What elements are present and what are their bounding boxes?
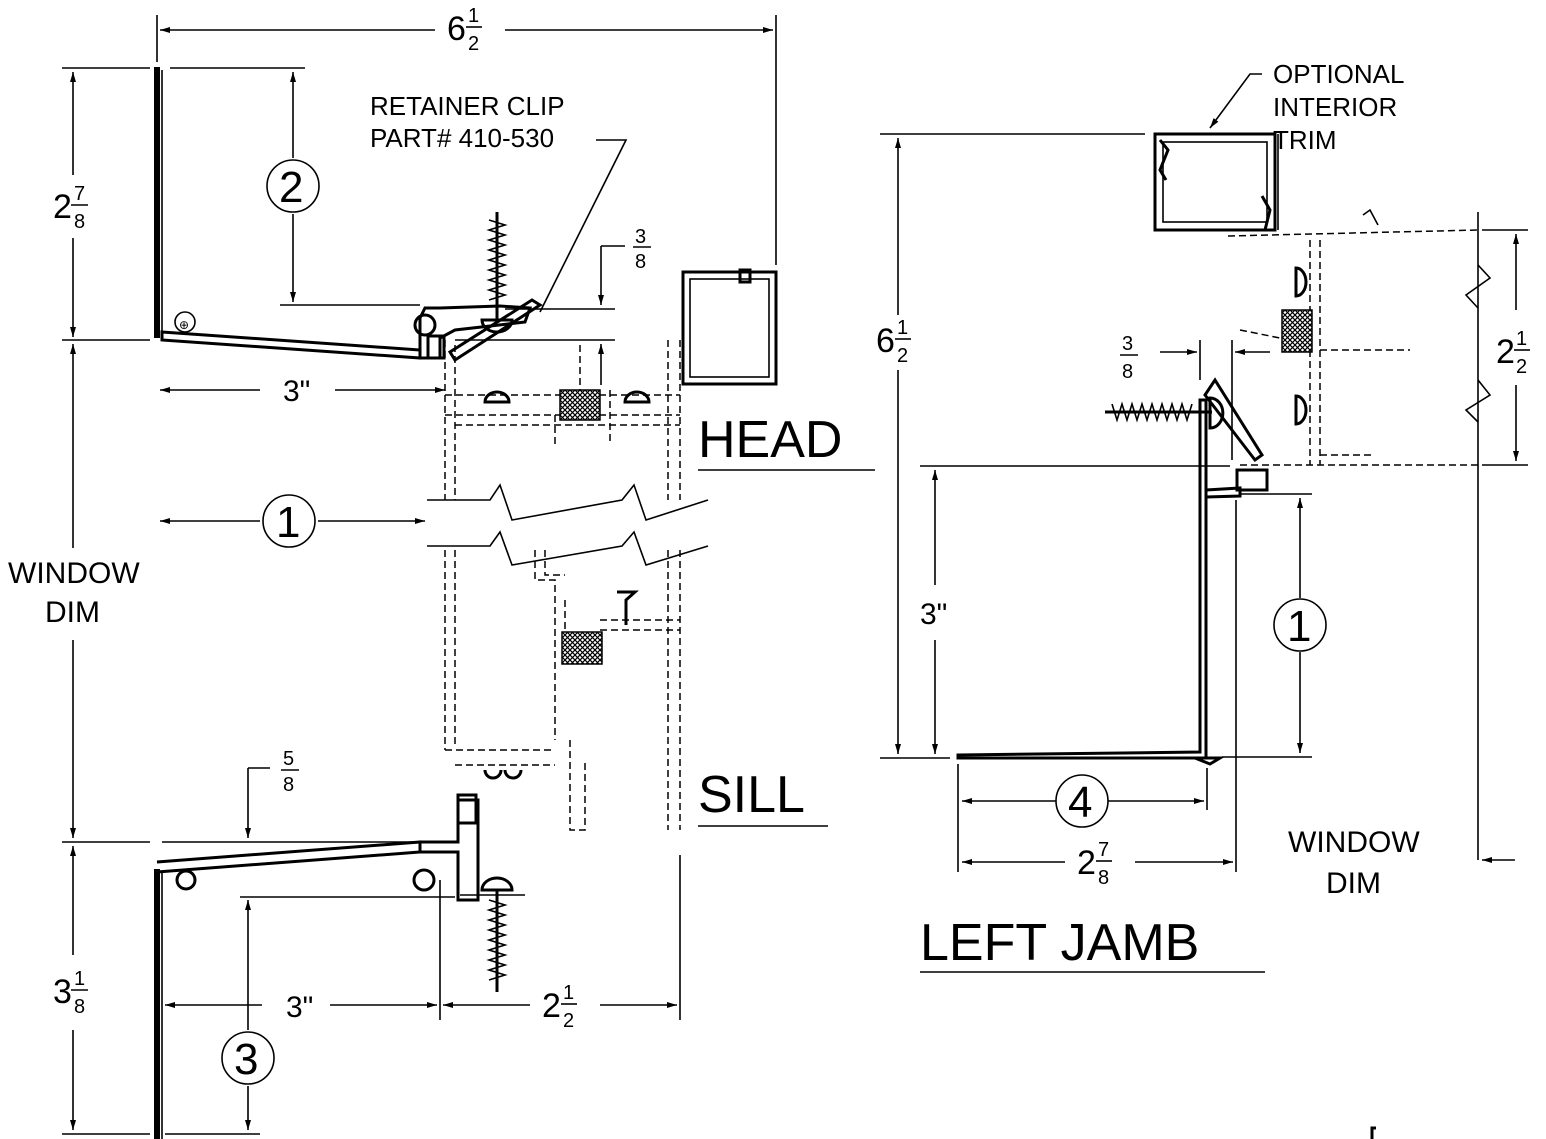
head-interior-trim [681,268,778,386]
top-width-dimension: 6 1 2 [156,5,777,265]
break-lines [427,483,709,566]
jamb-frame-whole: 2 [1496,333,1515,371]
sill-depth-den: 2 [563,1010,574,1032]
optional-trim-label-2: INTERIOR [1273,92,1397,122]
callout-4-label: 4 [1068,778,1092,827]
sill-drop-dimension: 5 8 [245,748,299,838]
left-jamb-section-title: LEFT JAMB [920,914,1199,972]
sill-screw [460,876,525,992]
optional-trim-label-3: TRIM [1273,125,1337,155]
jamb-overall-num: 1 [897,317,908,339]
sill-drop-den: 8 [283,774,294,796]
sill-height-num: 1 [74,968,85,990]
callout-1-label: 1 [276,498,300,547]
jamb-width-den: 8 [1098,867,1109,889]
jamb-bottom-dimensions: 4 2 7 8 [957,500,1237,889]
head-clip-dimension: 3 8 [455,226,651,385]
sill-section-title: SILL [698,766,805,824]
callout-2: 2 [170,67,420,306]
head-clip-num: 3 [635,226,646,248]
jamb-callout-1: 1 [1222,493,1327,758]
left-flashing-wall [154,67,163,1139]
jamb-overall-whole: 6 [876,322,895,360]
top-width-den: 2 [468,33,479,55]
svg-text:⊕: ⊕ [179,318,189,332]
head-clip-den: 8 [635,251,646,273]
callout-3: 3 [165,896,455,1135]
head-height-den: 8 [74,211,85,233]
jamb-clip-den: 8 [1122,361,1133,383]
jamb-interior-trim: OPTIONAL INTERIOR TRIM [1153,59,1404,232]
jamb-return-dimension: 3" [920,465,1230,754]
sill-height-den: 8 [74,996,85,1018]
window-dim-label-2: DIM [45,596,100,629]
jamb-screw [1105,396,1225,430]
left-dimension-chain: 2 7 8 WINDOW DIM 3 1 8 [8,67,150,1135]
head-height-whole: 2 [53,188,72,226]
sill-height-whole: 3 [53,973,72,1011]
jamb-window-dim-label-1: WINDOW [1288,826,1420,859]
jamb-frame-den: 2 [1516,356,1527,378]
sill-return-label: 3" [286,991,313,1024]
top-width-num: 1 [468,5,479,27]
jamb-width-num: 7 [1098,839,1109,861]
jamb-overall-dimension: 6 1 2 [876,133,1145,759]
jamb-width-whole: 2 [1077,844,1096,882]
sill-flashing [156,793,525,992]
callout-2-label: 2 [279,163,303,212]
sill-bottom-dimensions: 3" 2 1 2 [165,855,681,1032]
jamb-overall-den: 2 [897,345,908,367]
jamb-callout-1-label: 1 [1287,602,1311,651]
sill-depth-num: 1 [563,982,574,1004]
sill-drop-num: 5 [283,748,294,770]
jamb-window-dim: WINDOW DIM [1288,826,1515,900]
callout-3-label: 3 [234,1035,258,1084]
edge-mark [1370,1126,1376,1139]
jamb-window-dim-label-2: DIM [1326,867,1381,900]
retainer-clip-label-1: RETAINER CLIP [370,91,565,121]
window-dim-label-1: WINDOW [8,557,140,590]
sill-depth-whole: 2 [542,987,561,1025]
jamb-flashing [956,377,1269,766]
jamb-frame-dimension: 2 1 2 [1464,212,1530,860]
jamb-frame-num: 1 [1516,328,1527,350]
head-return-dimension: 3" [160,375,445,408]
top-width-whole: 6 [447,10,466,48]
head-section-title: HEAD [698,411,842,469]
jamb-clip-num: 3 [1122,333,1133,355]
jamb-return-label: 3" [920,598,947,631]
retainer-clip-label-2: PART# 410-530 [370,123,554,153]
optional-trim-label-1: OPTIONAL [1273,59,1404,89]
jamb-clip-dimension: 3 8 [1120,333,1270,460]
head-height-num: 7 [74,183,85,205]
callout-1-section: 1 [160,494,425,548]
window-frame-dashed [444,340,681,831]
jamb-window-frame [1227,208,1479,466]
head-flashing: ⊕ RETAINER CLIP PART# 410-530 [160,91,628,363]
head-return-label: 3" [283,375,310,408]
